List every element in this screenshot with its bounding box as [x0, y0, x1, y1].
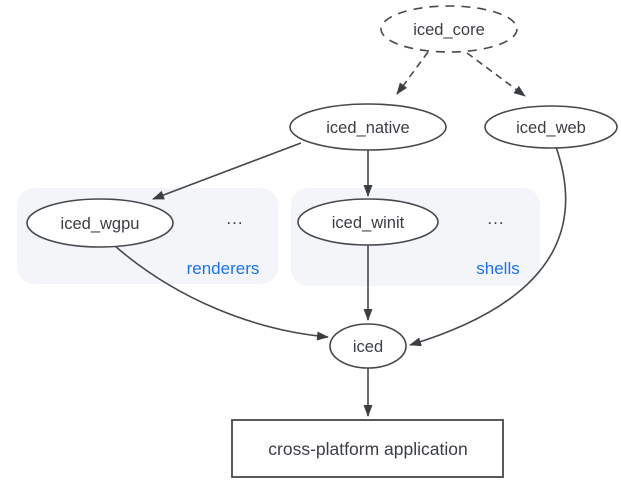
node-iced-web-label: iced_web	[516, 119, 586, 137]
edge-iced-core-to-iced-web	[466, 52, 526, 97]
shells-ellipsis: ...	[487, 209, 504, 228]
node-iced-core-label: iced_core	[413, 21, 485, 39]
edge-iced-core-to-iced-native	[396, 51, 429, 95]
node-cross-platform-application	[231, 419, 504, 478]
renderers-group-label: renderers	[187, 259, 260, 278]
node-iced-label: iced	[353, 338, 383, 356]
node-iced-web	[484, 105, 618, 149]
node-iced-wgpu-label: iced_wgpu	[61, 215, 140, 233]
node-iced-winit-label: iced_winit	[332, 214, 405, 232]
node-iced-native-label: iced_native	[326, 119, 409, 137]
edge-iced-wgpu-to-iced	[114, 245, 329, 341]
edge-iced-native-to-iced-wgpu	[152, 142, 302, 200]
node-iced-wgpu	[26, 198, 174, 248]
node-cross-platform-application-label: cross-platform application	[268, 439, 467, 459]
shells-group-label: shells	[476, 259, 519, 278]
node-iced-winit	[297, 198, 439, 246]
renderers-ellipsis: ...	[226, 209, 243, 228]
node-iced-core	[380, 5, 518, 53]
node-iced	[329, 323, 407, 369]
edge-iced-web-to-iced	[409, 146, 567, 347]
node-iced-native	[289, 103, 447, 151]
